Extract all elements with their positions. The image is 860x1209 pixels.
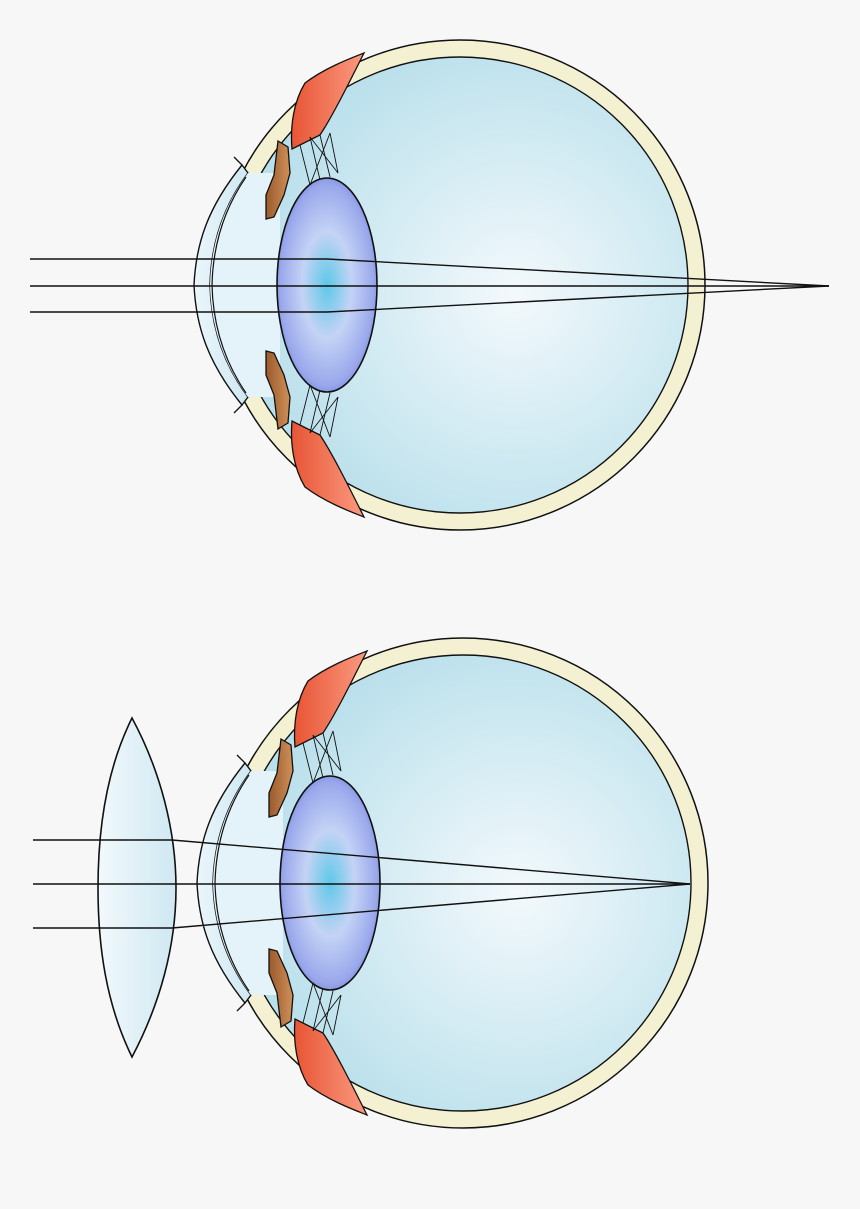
eye-cross-section-icon (193, 39, 706, 531)
light-rays (33, 839, 691, 929)
convex-lens-icon (97, 716, 177, 1059)
corrected-eye (33, 637, 709, 1129)
ray-top-refracted (171, 839, 691, 885)
uncorrected-eye (30, 39, 830, 531)
light-rays (30, 258, 830, 313)
ray-top-refracted (326, 258, 830, 287)
ray-bottom-refracted (326, 285, 830, 313)
eye-cross-section-icon (196, 637, 709, 1129)
ray-bottom-refracted (171, 883, 691, 929)
